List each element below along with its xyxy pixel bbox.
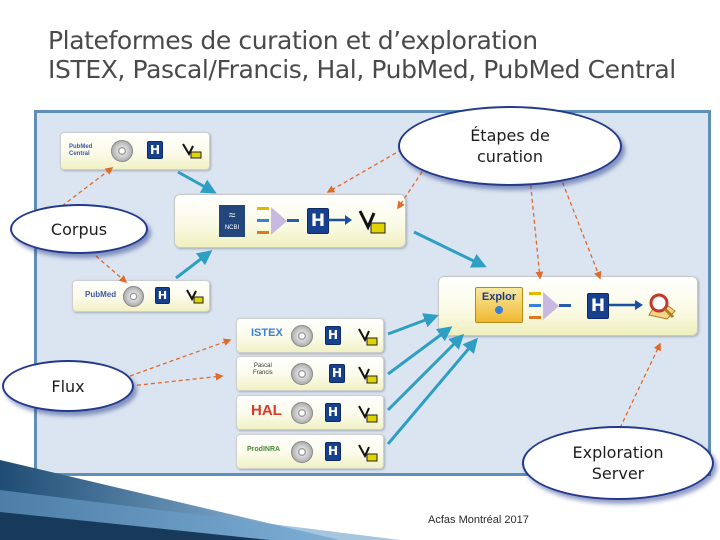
teal-arrow	[413, 230, 487, 268]
teal-arrow	[387, 313, 439, 336]
cd-disk-icon	[291, 363, 313, 385]
dashed-arrow	[95, 255, 128, 284]
flux-label: Flux	[51, 376, 85, 396]
ncbi-curation-chip: ≈ NCBI H	[174, 194, 406, 248]
footer-text: Acfas Montréal 2017	[428, 514, 529, 526]
h-box-icon: H	[155, 287, 170, 304]
ncbi-label: NCBI	[224, 225, 240, 231]
prodinra-logo: ProdINRA	[247, 446, 281, 453]
merge-arrows-icon	[257, 207, 299, 235]
h-box-icon: H	[587, 293, 609, 319]
hal-logo: HAL	[251, 402, 282, 419]
cd-disk-icon	[123, 286, 144, 307]
h-box-icon: H	[329, 364, 345, 383]
etapes-line-1: Étapes de	[470, 126, 550, 145]
istex-pipeline-chip: ISTEX H	[236, 318, 384, 353]
tool-icon	[182, 143, 202, 159]
tool-icon	[358, 210, 386, 234]
exploration-line-1: Exploration	[572, 443, 664, 462]
tool-icon	[358, 328, 378, 346]
pascal-logo: Pascal Francis	[253, 363, 273, 377]
teal-arrow	[386, 333, 465, 412]
etapes-curation-callout: Étapes de curation	[398, 106, 622, 186]
prodinra-pipeline-chip: ProdINRA H	[236, 434, 384, 469]
dashed-arrow	[61, 167, 114, 207]
title-line-2: ISTEX, Pascal/Francis, Hal, PubMed, PubM…	[48, 55, 676, 84]
tool-icon	[358, 405, 378, 423]
etapes-line-2: curation	[477, 147, 543, 166]
tool-icon	[358, 366, 378, 384]
corpus-callout: Corpus	[10, 204, 148, 254]
pascal-label: Pascal	[253, 363, 272, 369]
title-line-1: Plateformes de curation et d’exploration	[48, 26, 538, 55]
h-box-icon: H	[325, 326, 341, 345]
cd-disk-icon	[291, 325, 313, 347]
h-box-icon: H	[147, 141, 163, 159]
pmc-pipeline-chip: PubMed Central H	[60, 132, 210, 170]
corpus-label: Corpus	[50, 219, 108, 239]
pubmed-pipeline-chip: PubMed H	[72, 280, 210, 312]
explor-logo: Explor	[475, 287, 523, 323]
dashed-arrow	[559, 175, 602, 280]
cd-disk-icon	[291, 402, 313, 424]
arrow-icon	[609, 300, 643, 310]
magnifier-icon	[648, 293, 676, 320]
ncbi-logo: ≈ NCBI	[219, 205, 245, 237]
slide-title: Plateformes de curation et d’exploration…	[48, 26, 676, 84]
hal-pipeline-chip: HAL H	[236, 395, 384, 430]
dashed-arrow	[619, 342, 661, 429]
teal-arrow	[386, 337, 478, 445]
francis-label: Francis	[253, 370, 273, 376]
teal-arrow	[177, 170, 217, 194]
teal-arrow	[387, 326, 453, 376]
pmc-logo: PubMed Central	[69, 144, 93, 157]
h-box-icon: H	[325, 403, 341, 422]
merge-arrows-icon	[529, 292, 571, 320]
pubmed-logo: PubMed	[85, 290, 117, 299]
cd-disk-icon	[111, 140, 133, 162]
dashed-arrow	[529, 177, 544, 280]
tool-icon	[358, 444, 378, 462]
dashed-arrow	[397, 165, 427, 210]
h-box-icon: H	[325, 442, 341, 461]
exploration-line-2: Server	[591, 464, 645, 483]
arrow-icon	[328, 215, 352, 225]
dashed-arrow	[129, 372, 224, 387]
dashed-arrow	[326, 145, 409, 193]
cd-disk-icon	[291, 441, 313, 463]
istex-logo: ISTEX	[251, 327, 283, 339]
pascal-francis-pipeline-chip: Pascal Francis H	[236, 356, 384, 391]
decorative-swoosh	[0, 460, 400, 540]
explor-server-chip: Explor H	[438, 276, 698, 336]
teal-arrow	[175, 250, 213, 280]
dashed-arrow	[129, 338, 232, 377]
explor-label: Explor	[481, 291, 517, 303]
exploration-server-callout: Exploration Server	[522, 426, 714, 500]
tool-icon	[186, 289, 204, 304]
flux-callout: Flux	[2, 360, 134, 412]
explor-dot-icon	[495, 306, 503, 314]
